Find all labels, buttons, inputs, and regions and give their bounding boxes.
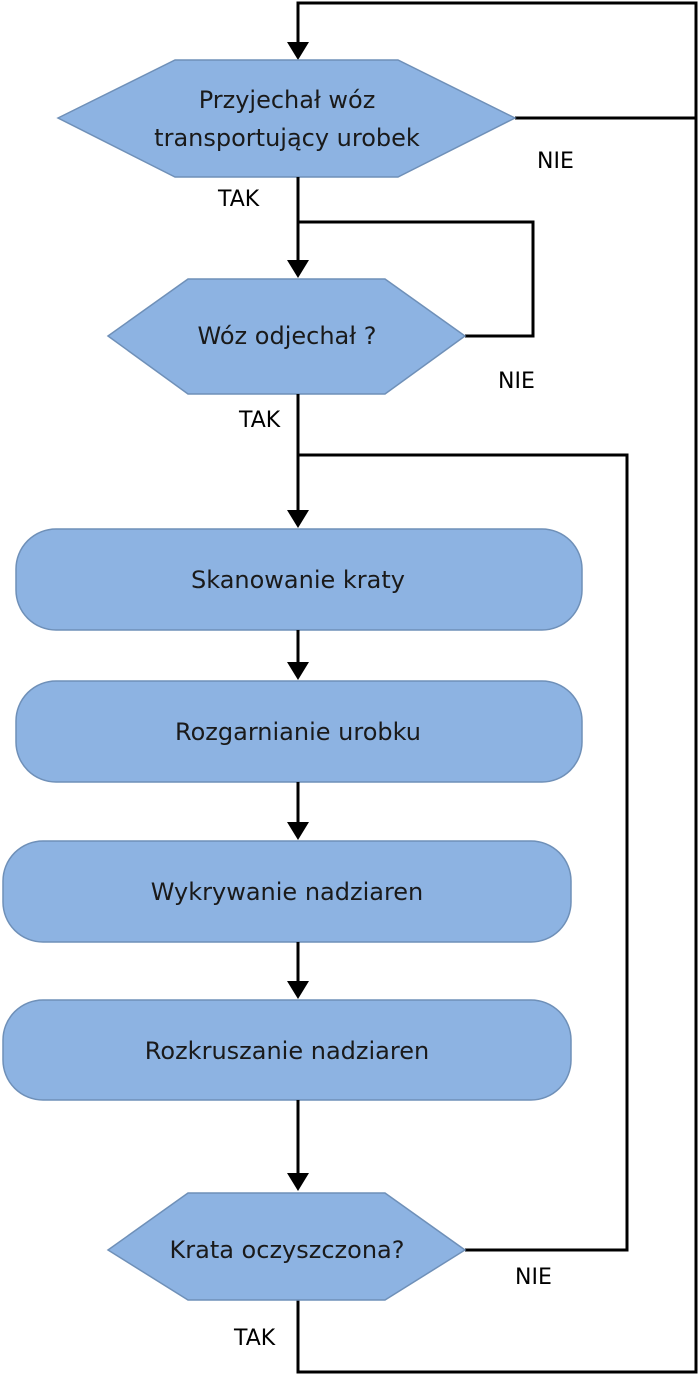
decision-wagon-arrived-line1: Przyjechał wóz — [199, 86, 376, 114]
arrowhead-6 — [287, 981, 309, 999]
label-nie-3: NIE — [515, 1265, 552, 1290]
step-spread-label: Rozgarnianie urobku — [175, 718, 421, 746]
arrowhead-3 — [287, 510, 309, 528]
step-scan-label: Skanowanie kraty — [191, 566, 405, 594]
label-tak-1: TAK — [217, 187, 260, 212]
arrowhead-5 — [287, 822, 309, 840]
loop-nie-2 — [298, 220, 535, 338]
step-detect-label: Wykrywanie nadziaren — [151, 878, 424, 906]
arrowhead-4 — [287, 662, 309, 680]
label-nie-1: NIE — [537, 149, 574, 174]
step-detect — [2, 840, 572, 943]
decision-grate-clean-label: Krata oczyszczona? — [170, 1236, 405, 1264]
decision-wagon-arrived-line2: transportujący urobek — [154, 124, 420, 152]
loop-nie-3 — [298, 453, 629, 1252]
decision-grate-clean — [106, 1192, 467, 1301]
loop-tak-to-start — [296, 1, 698, 1374]
decision-wagon-left — [106, 278, 467, 395]
step-crush — [2, 999, 572, 1101]
arrowhead-top — [287, 42, 309, 60]
step-crush-label: Rozkruszanie nadziaren — [145, 1037, 429, 1065]
label-tak-3: TAK — [233, 1326, 276, 1351]
label-tak-2: TAK — [238, 408, 281, 433]
arrowhead-7 — [287, 1173, 309, 1191]
label-nie-2: NIE — [498, 369, 535, 394]
decision-wagon-left-label: Wóz odjechał ? — [198, 322, 377, 350]
arrowhead-2 — [287, 260, 309, 278]
decision-wagon-arrived — [56, 59, 517, 178]
